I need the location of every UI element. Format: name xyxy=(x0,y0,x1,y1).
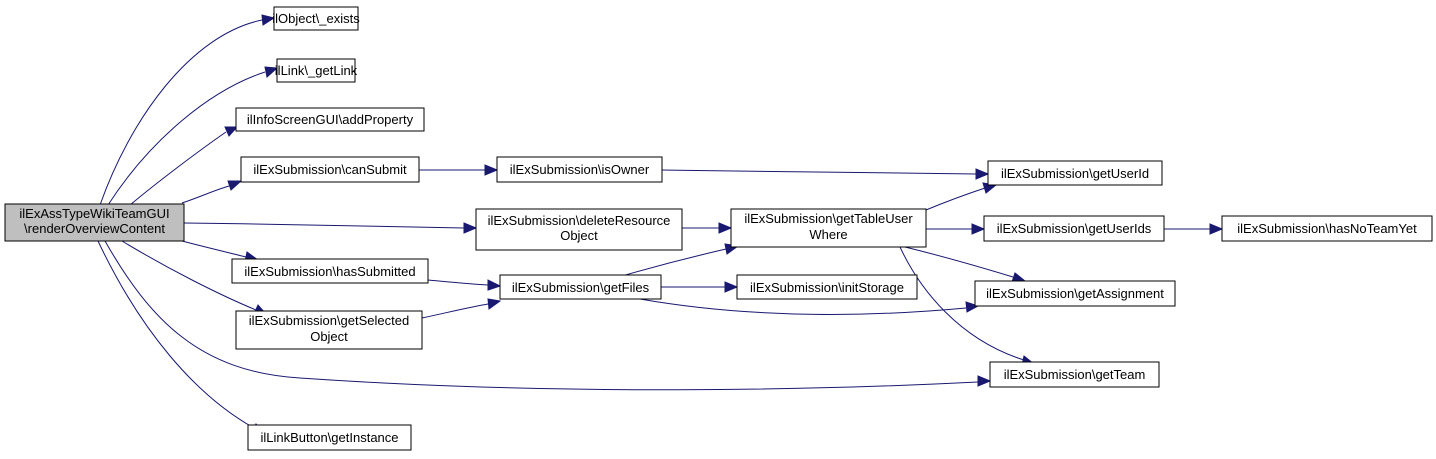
edge-gettableuser-getuserid xyxy=(925,187,986,211)
node-link-getlink[interactable]: ilLink\_getLink xyxy=(275,58,358,83)
arrowhead xyxy=(484,164,499,176)
node-label-line: ilExSubmission\isOwner xyxy=(510,162,650,177)
edges xyxy=(97,14,1224,435)
node-sub-initstorage[interactable]: ilExSubmission\initStorage xyxy=(736,274,918,300)
node-sub-getassign[interactable]: ilExSubmission\getAssignment xyxy=(974,280,1176,307)
node-label-line: ilLink\_getLink xyxy=(275,63,358,78)
edge-root-linkbtn-getinst xyxy=(97,240,255,429)
node-label-line: ilInfoScreenGUI\addProperty xyxy=(247,112,414,127)
node-label-line: Object xyxy=(310,329,348,344)
edge-gettableuser-getteam xyxy=(899,246,1025,361)
node-label-line: ilExSubmission\deleteResource xyxy=(488,213,671,228)
arrowhead xyxy=(971,223,986,235)
node-obj-exists[interactable]: ilObject\_exists xyxy=(272,6,360,31)
edge-getselected-getfiles xyxy=(421,303,489,319)
arrowhead xyxy=(724,281,739,293)
node-label-line: ilExAssTypeWikiTeamGUI xyxy=(19,206,169,221)
arrowhead xyxy=(224,126,239,137)
arrowhead xyxy=(977,375,992,387)
edge-root-obj-exists xyxy=(99,19,263,206)
node-label-line: ilExSubmission\getUserId xyxy=(1001,166,1149,181)
node-sub-cansubmit[interactable]: ilExSubmission\canSubmit xyxy=(240,156,420,183)
node-sub-getuserid[interactable]: ilExSubmission\getUserId xyxy=(987,160,1163,186)
node-sub-isowner[interactable]: ilExSubmission\isOwner xyxy=(496,156,663,183)
node-label-line: ilExSubmission\getUserIds xyxy=(997,221,1152,236)
node-label-line: \renderOverviewContent xyxy=(24,221,165,236)
nodes: ilExAssTypeWikiTeamGUI \renderOverviewCo… xyxy=(4,6,1433,451)
arrowhead xyxy=(965,301,980,313)
node-label-line: ilExSubmission\getFiles xyxy=(512,280,650,295)
node-label-line: ilExSubmission\getTableUser xyxy=(744,211,913,226)
edge-hassubmitted-getfiles xyxy=(427,279,489,286)
node-label-line: ilExSubmission\getSelected xyxy=(249,313,409,328)
arrowhead xyxy=(264,66,279,78)
arrowhead xyxy=(1209,223,1224,235)
node-sub-hasnoteam[interactable]: ilExSubmission\hasNoTeamYet xyxy=(1221,215,1433,242)
node-root[interactable]: ilExAssTypeWikiTeamGUI \renderOverviewCo… xyxy=(4,203,185,242)
edge-gettableuser-getassign xyxy=(904,246,1014,278)
node-sub-getselected[interactable]: ilExSubmission\getSelected Object xyxy=(235,310,423,350)
edge-root-hassubmitted xyxy=(181,240,247,258)
edge-root-getselected xyxy=(121,240,257,311)
node-label-line: ilExSubmission\canSubmit xyxy=(253,162,407,177)
arrowhead xyxy=(487,279,502,291)
arrowhead xyxy=(227,180,243,191)
node-sub-gettableuser[interactable]: ilExSubmission\getTableUser Where xyxy=(730,208,927,248)
node-label-line: Where xyxy=(809,227,847,242)
node-label-line: ilExSubmission\initStorage xyxy=(750,280,904,295)
node-label-line: ilObject\_exists xyxy=(272,11,360,26)
edge-getfiles-gettableuser xyxy=(621,248,727,277)
node-info-addprop[interactable]: ilInfoScreenGUI\addProperty xyxy=(235,107,425,132)
arrowhead xyxy=(261,14,276,26)
arrowhead xyxy=(487,298,502,310)
node-linkbtn-getinst[interactable]: ilLinkButton\getInstance xyxy=(247,424,412,451)
node-sub-hassubmitted[interactable]: ilExSubmission\hasSubmitted xyxy=(231,258,429,284)
node-label-line: ilExSubmission\getTeam xyxy=(1004,367,1146,382)
node-sub-getfiles[interactable]: ilExSubmission\getFiles xyxy=(499,274,662,300)
edge-root-deleteres xyxy=(183,222,465,229)
node-label-line: ilExSubmission\getAssignment xyxy=(986,286,1164,301)
node-label-line: ilLinkButton\getInstance xyxy=(260,430,398,445)
node-sub-getteam[interactable]: ilExSubmission\getTeam xyxy=(989,361,1160,388)
node-label-line: ilExSubmission\hasSubmitted xyxy=(244,264,415,279)
edge-root-link-getlink xyxy=(107,71,266,206)
edge-getfiles-getassign xyxy=(639,298,967,315)
edge-root-getteam xyxy=(104,240,979,391)
edge-root-info-addprop xyxy=(129,131,227,206)
node-sub-getuserids[interactable]: ilExSubmission\getUserIds xyxy=(983,215,1165,242)
arrowhead xyxy=(718,222,733,234)
node-label-line: ilExSubmission\hasNoTeamYet xyxy=(1237,221,1417,236)
node-sub-deleteres[interactable]: ilExSubmission\deleteResource Object xyxy=(475,208,683,251)
arrowhead xyxy=(975,168,990,180)
edge-isowner-getuserid xyxy=(661,169,977,175)
arrowhead xyxy=(463,222,478,234)
node-label-line: Object xyxy=(560,228,598,243)
edge-root-cansubmit xyxy=(181,185,230,204)
